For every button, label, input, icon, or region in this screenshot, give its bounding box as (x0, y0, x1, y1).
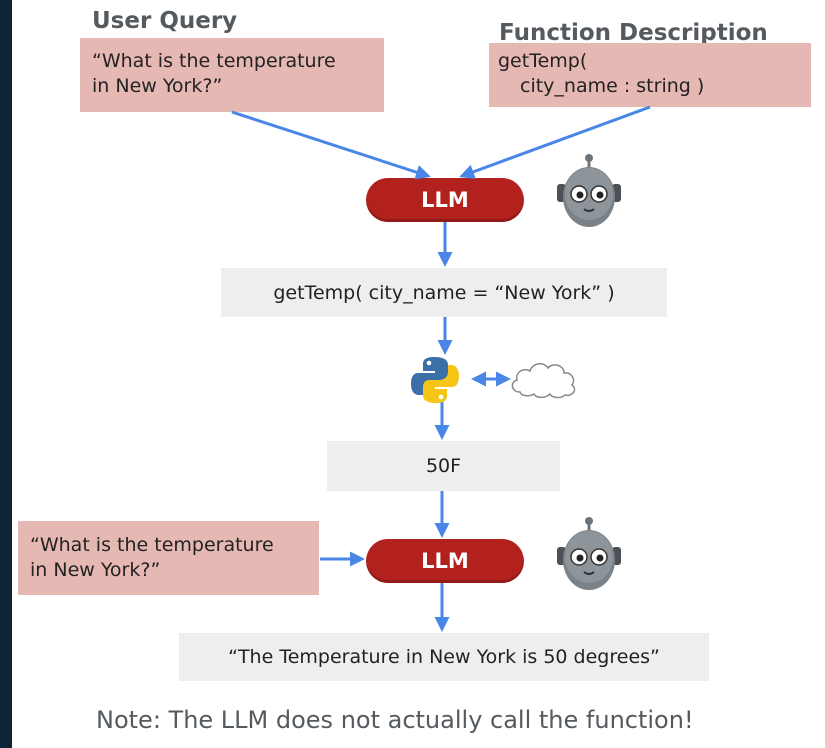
second-query-line-1: “What is the temperature (30, 534, 274, 556)
function-description-box: getTemp( city_name : string ) (489, 43, 811, 107)
second-query-line-2: in New York?” (30, 559, 161, 581)
function-description-heading: Function Description (499, 20, 768, 46)
llm-bottom-pill: LLM (366, 539, 524, 583)
user-query-box: “What is the temperature in New York?” (80, 38, 384, 112)
user-query-heading: User Query (92, 8, 238, 34)
arrow-icon (459, 105, 651, 179)
llm-top-pill: LLM (366, 178, 524, 222)
second-query-box: “What is the temperature in New York?” (18, 521, 319, 595)
user-query-line-2: in New York?” (92, 75, 223, 97)
robot-icon (557, 154, 621, 227)
note-text: Note: The LLM does not actually call the… (96, 706, 694, 734)
user-query-line-1: “What is the temperature (92, 50, 336, 72)
function-call-box: getTemp( city_name = “New York” ) (221, 268, 667, 317)
cloud-icon (511, 363, 576, 399)
answer-box: “The Temperature in New York is 50 degre… (179, 633, 709, 681)
arrow-icon (231, 110, 431, 180)
python-icon (411, 357, 459, 403)
function-description-line-2: city_name : string ) (520, 75, 705, 97)
robot-icon (557, 517, 621, 590)
function-description-line-1: getTemp( (498, 50, 588, 72)
result-box: 50F (327, 441, 560, 491)
